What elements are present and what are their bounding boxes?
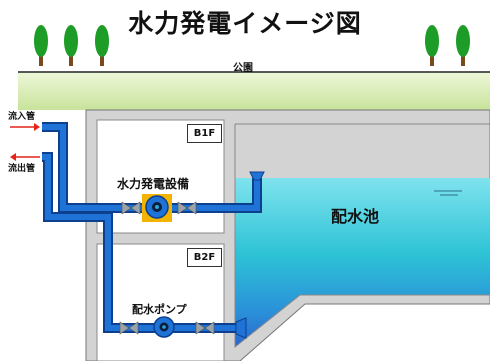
tree-icon <box>456 25 470 66</box>
park-ground <box>18 72 490 110</box>
inflow-pipe <box>42 124 260 211</box>
tree-icon <box>425 25 439 66</box>
inflow-pipe-label: 流入管 <box>8 112 36 122</box>
valve-icon <box>119 321 139 335</box>
arrow-icon <box>10 153 40 161</box>
reservoir-wall <box>234 124 490 349</box>
intake-nozzle <box>235 317 247 339</box>
pump-label: 配水ポンプ <box>132 303 187 316</box>
floor-tag-b2f: B2F <box>187 248 222 267</box>
tree-icon <box>95 25 109 66</box>
pump-icon <box>153 316 175 338</box>
diagram-title: 水力発電イメージ図 <box>128 9 362 38</box>
park-label: 公園 <box>233 63 253 74</box>
valve-icon <box>195 321 215 335</box>
floor-tag-b1f: B1F <box>187 124 222 143</box>
turbine-icon <box>142 194 172 222</box>
outflow-pipe-label: 流出管 <box>8 164 36 174</box>
equipment-label: 水力発電設備 <box>117 177 190 191</box>
valve-icon <box>121 201 141 215</box>
reservoir-water <box>235 178 490 347</box>
tree-icon <box>34 25 48 66</box>
arrow-icon <box>10 123 40 131</box>
reservoir-label: 配水池 <box>331 207 380 226</box>
valve-icon <box>177 201 197 215</box>
tree-icon <box>64 25 78 66</box>
outlet-nozzle <box>249 171 265 181</box>
